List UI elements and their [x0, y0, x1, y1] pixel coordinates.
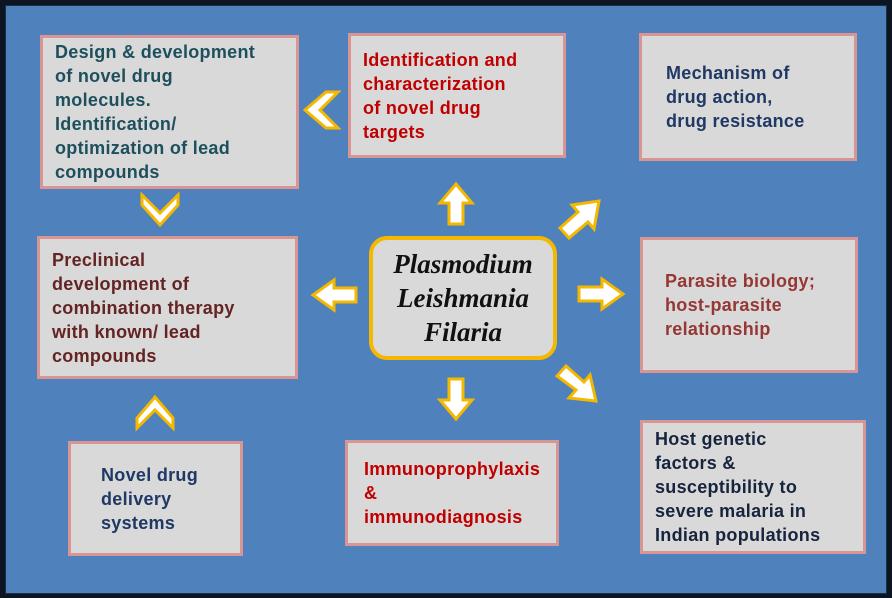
center-line-leishmania: Leishmania: [396, 283, 530, 313]
box-line: immunodiagnosis: [364, 507, 523, 527]
arrow-down-right-icon: [554, 363, 598, 403]
box-drug-delivery: Novel drug delivery systems: [68, 441, 243, 556]
box-line: targets: [363, 121, 426, 142]
box-line: characterization: [363, 73, 506, 94]
box-line: &: [364, 483, 378, 503]
box-line: Identification/: [55, 114, 177, 134]
box-line: relationship: [665, 319, 771, 339]
box-parasite-biology: Parasite biology; host-parasite relation…: [640, 237, 858, 373]
box-line: Design & development: [55, 42, 256, 62]
box-line: drug resistance: [666, 111, 805, 131]
box-line: compounds: [52, 345, 157, 366]
box-line: combination therapy: [52, 297, 235, 318]
center-line-filaria: Filaria: [423, 317, 503, 347]
box-line: drug action,: [666, 87, 773, 107]
center-line-plasmodium: Plasmodium: [393, 249, 533, 279]
box-line: Mechanism of: [666, 63, 790, 83]
arrow-right-icon: [577, 276, 626, 312]
arrow-down-icon: [436, 377, 476, 422]
box-host-genetics: Host genetic factors & susceptibility to…: [640, 420, 866, 554]
box-line: host-parasite: [665, 295, 782, 315]
box-line: severe malaria in: [655, 501, 807, 521]
box-line: Indian populations: [655, 525, 821, 545]
box-line: factors &: [655, 453, 736, 473]
box-line: systems: [101, 512, 176, 533]
arrow-left-icon: [310, 277, 358, 313]
chevron-left-icon: [302, 90, 342, 130]
box-line: Novel drug: [101, 464, 199, 485]
chevron-up-icon: [135, 394, 175, 432]
center-parasites-box: Plasmodium Leishmania Filaria: [369, 236, 557, 360]
box-design-development: Design & development of novel drug molec…: [40, 35, 299, 189]
chevron-down-icon: [140, 191, 180, 228]
box-line: optimization of lead: [55, 138, 230, 158]
box-line: Host genetic: [655, 429, 767, 449]
box-line: development of: [52, 273, 190, 294]
box-line: susceptibility to: [655, 477, 798, 497]
box-line: Parasite biology;: [665, 271, 816, 291]
box-line: of novel drug: [55, 66, 173, 86]
box-line: with known/ lead: [52, 321, 201, 342]
arrow-up-right-icon: [557, 199, 601, 241]
arrow-up-icon: [436, 181, 476, 226]
box-line: Preclinical: [52, 249, 146, 270]
box-drug-targets: Identification and characterization of n…: [348, 33, 566, 158]
box-line: Immunoprophylaxis: [364, 459, 541, 479]
box-line: Identification and: [363, 49, 518, 70]
box-mechanism: Mechanism of drug action, drug resistanc…: [639, 33, 857, 161]
box-preclinical: Preclinical development of combination t…: [37, 236, 298, 379]
box-line: compounds: [55, 162, 160, 182]
box-line: of novel drug: [363, 97, 481, 118]
box-line: delivery: [101, 488, 172, 509]
box-immuno: Immunoprophylaxis & immunodiagnosis: [345, 440, 559, 546]
box-line: molecules.: [55, 90, 152, 110]
